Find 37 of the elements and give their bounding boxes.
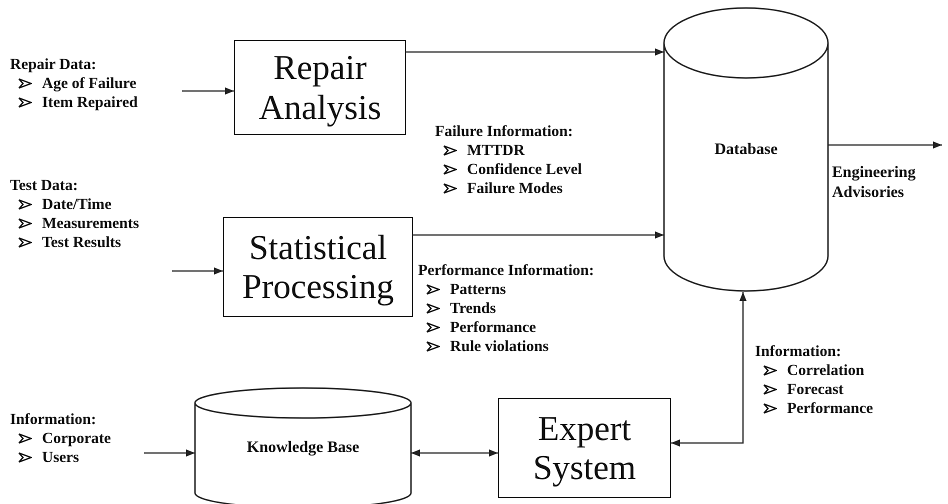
cylinder-label: Knowledge Base [246,439,360,457]
arrow [828,141,942,149]
list-item: Correlation [787,361,864,380]
arrow [406,48,664,56]
list-item: Corporate [42,429,111,448]
output-text: Engineering Advisories [832,145,946,207]
list-item: Rule violations [450,337,549,356]
list-heading: Information: [755,342,842,361]
list-item: Age of Failure [42,74,136,93]
list-heading: Performance Information: [418,261,594,280]
list-heading: Repair Data: [10,55,98,74]
list-heading: Information: [10,410,98,429]
list-item: Users [42,448,80,467]
list-item: Test Results [42,233,122,252]
list-item: Confidence Level [467,160,582,179]
list-item: MTTDR [467,141,525,160]
list-item: Failure Modes [467,179,563,198]
list-item: Performance [787,399,874,418]
arrow [182,87,234,95]
arrow [144,449,195,457]
process-box: Expert System [498,398,671,498]
list-item: Patterns [450,280,506,299]
arrow [413,231,664,239]
arrow [671,292,747,447]
list-heading: Test Data: [10,176,79,195]
process-box: Statistical Processing [223,217,413,317]
list-item: Item Repaired [42,93,138,112]
arrow [172,267,223,275]
list-heading: Failure Information: [435,122,574,141]
process-box: Repair Analysis [234,40,406,135]
list-item: Trends [450,299,496,318]
list-item: Forecast [787,380,844,399]
list-item: Measurements [42,214,139,233]
arrow [411,449,498,457]
list-item: Performance [450,318,536,337]
cylinder-label: Database [714,140,778,158]
list-item: Date/Time [42,195,112,214]
